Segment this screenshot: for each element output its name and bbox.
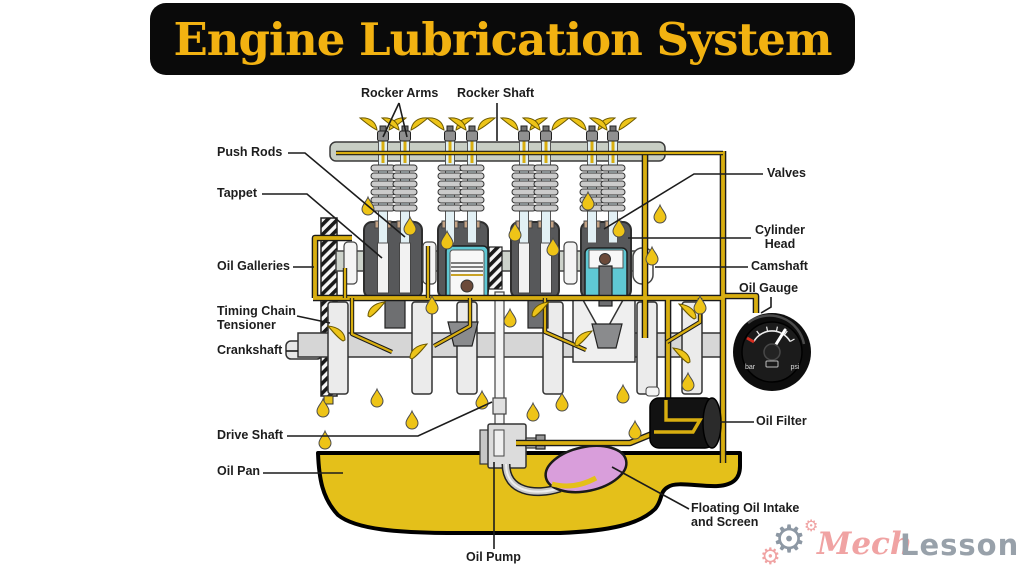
label-camshaft: Camshaft — [751, 259, 808, 273]
label-oil-filter: Oil Filter — [756, 414, 807, 428]
gauge-unit-psi: psi — [791, 364, 800, 371]
valve-assemblies — [359, 117, 637, 244]
title-banner: Engine Lubrication System — [150, 3, 855, 75]
label-tappet: Tappet — [217, 186, 258, 200]
label-oil-gauge: Oil Gauge — [739, 281, 799, 295]
label-rocker-arms: Rocker Arms — [361, 86, 439, 100]
label-oil-pump: Oil Pump — [466, 550, 521, 564]
piston-2 — [445, 245, 489, 301]
label-oil-galleries: Oil Galleries — [217, 259, 290, 273]
label-push-rods: Push Rods — [217, 145, 283, 159]
drive-shaft-part — [492, 291, 507, 427]
gear-icon-small: ⚙ — [760, 544, 781, 570]
floating-oil-intake-part — [544, 444, 628, 494]
mechlesson-logo: ⚙ ⚙ ⚙ Mech Lesson — [760, 518, 1020, 574]
page-title: Engine Lubrication System — [173, 12, 832, 66]
label-crankshaft: Crankshaft — [217, 343, 283, 357]
gear-icon-tiny: ⚙ — [804, 516, 819, 535]
leader-lines — [262, 102, 772, 549]
label-cylinder-head: Cylinder Head — [754, 223, 805, 251]
gear-icon: ⚙ — [772, 517, 807, 561]
logo-text-lesson: Lesson — [900, 528, 1020, 562]
label-floating-oil-intake: Floating Oil Intake and Screen — [691, 501, 800, 529]
label-timing-chain-tensioner: Timing Chain Tensioner — [217, 304, 296, 332]
oil-filter-part — [649, 397, 722, 449]
label-valves: Valves — [767, 166, 806, 180]
label-drive-shaft: Drive Shaft — [217, 428, 283, 442]
oil-gauge-part: bar psi — [733, 313, 811, 391]
label-rocker-shaft: Rocker Shaft — [457, 86, 535, 100]
gauge-unit-bar: bar — [745, 364, 756, 371]
logo-text-mech: Mech — [817, 526, 913, 562]
label-oil-pan: Oil Pan — [217, 464, 261, 478]
